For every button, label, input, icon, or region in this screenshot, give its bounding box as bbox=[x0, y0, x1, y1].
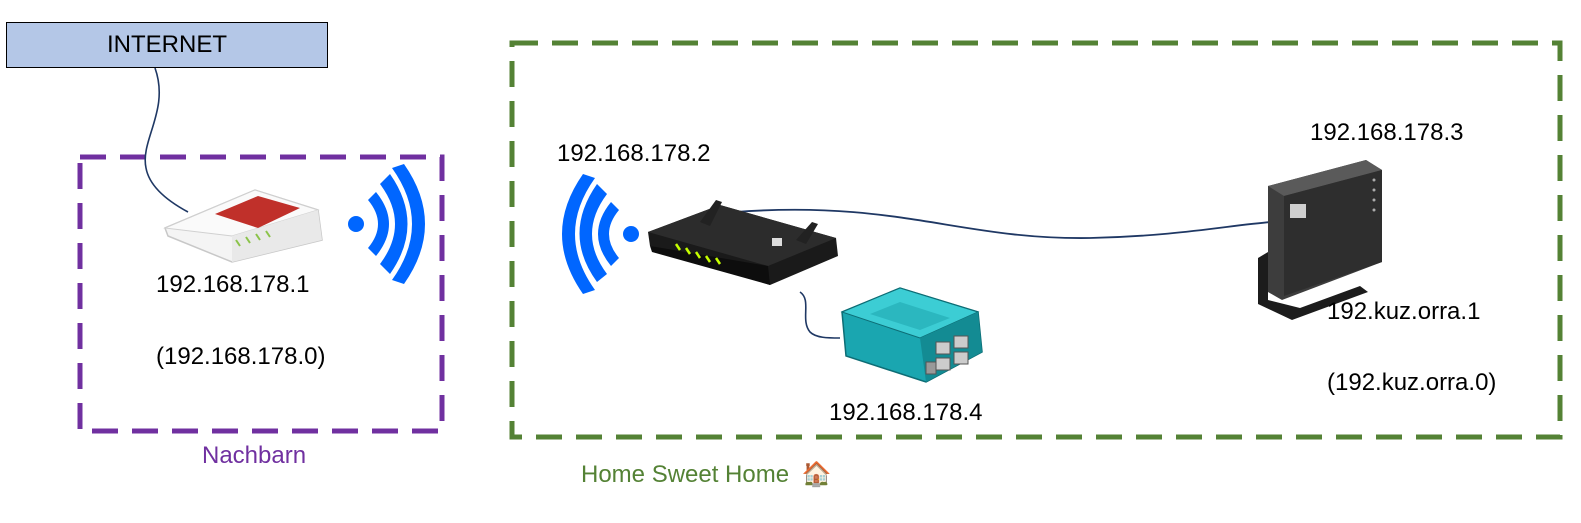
wifi-signal-icon bbox=[348, 164, 425, 284]
wifi-signal-icon-repeater bbox=[562, 174, 639, 294]
lan-cable-repeater-raspberry bbox=[799, 291, 841, 339]
raspberry-pi-ip: 192.168.178.4 bbox=[829, 399, 983, 426]
nachbarn-zone-label: Nachbarn bbox=[202, 442, 306, 470]
repeater-router-icon bbox=[648, 200, 838, 285]
home-router-ip: 192.168.178.3 bbox=[1310, 119, 1464, 146]
house-icon: 🏠 bbox=[801, 461, 832, 488]
nachbarn-zone-border bbox=[77, 154, 445, 434]
raspberry-pi-icon bbox=[840, 287, 983, 383]
neighbor-network-address: (192.168.178.0) bbox=[156, 343, 326, 370]
home-router-ip-second: 192.kuz.orra.1 bbox=[1327, 298, 1481, 325]
home-router-icon bbox=[1258, 160, 1382, 320]
home-zone-border bbox=[509, 40, 1563, 440]
neighbor-router-icon bbox=[163, 189, 323, 263]
repeater-ip: 192.168.178.2 bbox=[557, 140, 711, 167]
home-network-address: (192.kuz.orra.0) bbox=[1327, 369, 1497, 396]
neighbor-router-ip: 192.168.178.1 bbox=[156, 271, 310, 298]
nachbarn-label-text: Nachbarn bbox=[202, 442, 307, 469]
internet-cable bbox=[144, 67, 189, 213]
home-zone-label: Home Sweet Home 🏠 bbox=[581, 460, 832, 489]
home-label-text: Home Sweet Home bbox=[581, 461, 790, 488]
internet-label: INTERNET bbox=[107, 31, 227, 58]
internet-box: INTERNET bbox=[6, 22, 328, 68]
lan-cable-repeater-home-router bbox=[734, 208, 1273, 239]
